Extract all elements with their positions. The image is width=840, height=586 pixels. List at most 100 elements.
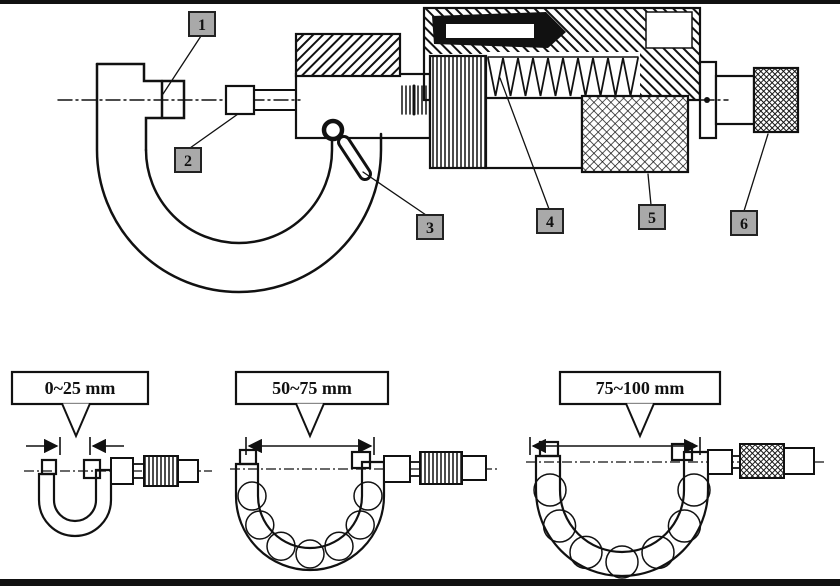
thimble [428, 54, 584, 170]
mini2-ratchet [461, 455, 487, 481]
lock-lever [321, 118, 372, 181]
mini3-sleeve [707, 449, 733, 475]
part-label-4-text: 4 [546, 214, 554, 231]
leader-6 [743, 133, 769, 212]
ratchet-stop [698, 60, 800, 140]
mini-barrel-0-25 [24, 455, 212, 487]
lever-fill [340, 138, 369, 178]
callout-tail [61, 403, 91, 439]
dimension-arrows-75-100 [529, 437, 701, 455]
sleeve-body [294, 72, 432, 140]
mini-barrel-50-75 [230, 451, 498, 485]
mini2-frame-coils [237, 481, 383, 569]
range-text-75-100: 75~100 mm [596, 378, 685, 398]
mini1-anvil [40, 458, 58, 476]
sleeve-barrel [294, 72, 432, 140]
mini-frame-50-75 [234, 448, 386, 572]
ratchet-cap [752, 66, 800, 134]
part-label-5: 5 [638, 204, 666, 230]
measuring-screw [486, 52, 640, 98]
mini-micrometer-75-100: 75~100 mm [526, 370, 824, 579]
range-text-50-75: 50~75 mm [272, 378, 352, 398]
mini1-left-arm [37, 472, 56, 500]
lock-ring [321, 118, 345, 142]
mini1-spindle [82, 458, 102, 480]
dimension-arrows-0-25 [26, 437, 124, 455]
leader-1 [162, 35, 202, 95]
range-callout-0-25: 0~25 mm [10, 370, 150, 439]
housing-section [422, 6, 702, 102]
leader-4 [499, 77, 550, 210]
mini2-thimble [419, 451, 463, 485]
part-label-badges: 1 2 3 4 5 6 [174, 11, 758, 240]
part-label-2-box [174, 147, 202, 173]
mini3-inner-arc [558, 489, 686, 554]
bottom-border [0, 579, 840, 586]
range-callout-75-100: 75~100 mm [558, 370, 722, 439]
housing-insert [645, 11, 693, 49]
knurled-grip [580, 94, 690, 174]
range-text-0-25: 0~25 mm [45, 378, 116, 398]
spindle-tip [224, 84, 256, 116]
shaft-slot [446, 24, 534, 38]
thimble-body [484, 96, 584, 170]
frame-outer-contour [95, 62, 383, 294]
leader-3 [362, 171, 427, 216]
mini1-sleeve [110, 457, 134, 485]
thimble-bevel [428, 54, 488, 170]
part-label-3-box [416, 214, 444, 240]
mini2-anvil [238, 448, 258, 466]
mini1-right-arm [94, 468, 113, 500]
mini-frame-75-100 [533, 440, 711, 579]
sleeve-scale-ticks [401, 84, 427, 116]
leader-lines [162, 35, 769, 216]
housing-hatch-right [640, 54, 700, 100]
part-label-2-text: 2 [184, 153, 192, 170]
mini3-anvil [538, 440, 560, 458]
mini-micrometer-0-25: 0~25 mm [10, 370, 212, 538]
mini2-spindle [350, 450, 372, 470]
mini3-left-arm [534, 454, 562, 490]
callout-tail [625, 403, 655, 439]
range-callout-box [234, 370, 390, 406]
mini2-sleeve [383, 455, 411, 483]
ratchet-neck [714, 74, 756, 126]
mini1-thimble [143, 455, 179, 487]
part-label-6-box [730, 210, 758, 236]
screw-threads [487, 57, 639, 97]
part-label-5-text: 5 [648, 210, 656, 227]
mount-block [294, 32, 402, 78]
part-label-4: 4 [536, 208, 564, 234]
mini3-spindle [670, 442, 694, 462]
part-label-2: 2 [174, 147, 202, 173]
mini1-ratchet [177, 459, 199, 483]
part-label-1: 1 [188, 11, 216, 37]
frame-inner-contour [144, 132, 334, 245]
mini-barrel-75-100 [526, 443, 824, 479]
mini3-ratchet [783, 447, 815, 475]
mini1-inner-arc [52, 499, 98, 523]
part-label-6: 6 [730, 210, 758, 236]
part-label-6-text: 6 [740, 216, 748, 233]
mini1-outer-arc [37, 499, 113, 538]
leader-5 [647, 173, 652, 206]
frame-arm [95, 62, 186, 152]
part-label-4-box [536, 208, 564, 234]
part-label-3-text: 3 [426, 220, 434, 237]
leader-2 [189, 113, 239, 149]
part-label-5-box [638, 204, 666, 230]
mini-frame-0-25 [37, 458, 113, 538]
mini3-right-arm [682, 450, 710, 490]
c-frame [95, 62, 383, 294]
range-callout-50-75: 50~75 mm [234, 370, 390, 439]
mini3-outer-arc [534, 489, 710, 578]
mini2-outer-arc [234, 495, 386, 572]
main-micrometer: 1 2 3 4 5 6 [57, 6, 800, 294]
top-border [0, 0, 840, 4]
part-label-1-box [188, 11, 216, 37]
part-label-3: 3 [416, 214, 444, 240]
callout-tail [295, 403, 325, 439]
mini3-thimble [739, 443, 785, 479]
part-label-1-text: 1 [198, 17, 206, 34]
